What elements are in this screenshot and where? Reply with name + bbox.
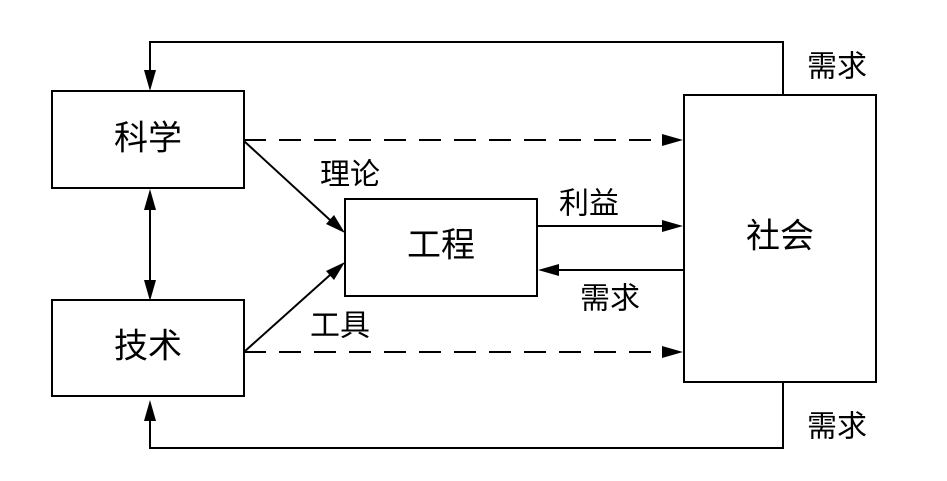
technology-society-dashed-arrowhead xyxy=(662,346,683,358)
society-label: 社会 xyxy=(746,217,814,257)
science-demand-arrowhead xyxy=(144,70,156,91)
science-to-engineering-line xyxy=(243,140,331,221)
science-box xyxy=(51,90,245,189)
engineering-label: 工程 xyxy=(407,226,475,266)
technology-label: 技术 xyxy=(114,327,182,367)
society-to-science-demand-line xyxy=(149,41,784,95)
theory-label: 理论 xyxy=(320,158,380,193)
technology-bidirectional-arrowhead xyxy=(144,280,156,301)
engineering-theory-arrowhead xyxy=(326,215,345,233)
science-label: 科学 xyxy=(114,119,182,159)
science-bidirectional-arrowhead xyxy=(144,189,156,210)
technology-demand-label: 需求 xyxy=(807,410,867,445)
science-society-dashed-arrowhead xyxy=(662,134,683,146)
science-demand-label: 需求 xyxy=(807,50,867,85)
society-benefit-arrowhead xyxy=(662,220,683,232)
society-to-technology-demand-line xyxy=(149,382,784,449)
engineering-box xyxy=(344,198,538,297)
tools-label: 工具 xyxy=(310,309,370,344)
technology-demand-arrowhead xyxy=(144,400,156,421)
technology-box xyxy=(51,299,245,397)
engineering-demand-arrowhead xyxy=(538,264,559,276)
engineering-demand-label: 需求 xyxy=(580,282,640,317)
technology-to-engineering-line xyxy=(243,274,331,353)
engineering-tools-arrowhead xyxy=(326,262,345,280)
benefit-label: 利益 xyxy=(559,187,619,222)
society-box xyxy=(683,94,877,383)
